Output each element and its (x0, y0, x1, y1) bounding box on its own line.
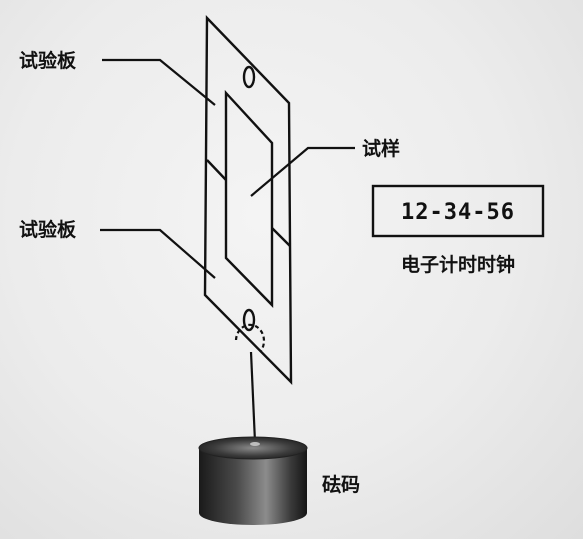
test-plate (203, 15, 293, 385)
hanging-wire (249, 351, 257, 443)
clamp-lines (206, 159, 291, 247)
test-sample (224, 89, 274, 308)
lower-hole (242, 308, 256, 332)
leader-lines (100, 58, 355, 279)
label-test-plate-upper: 试验板 (19, 49, 77, 72)
label-clock-caption: 电子计时时钟 (401, 253, 515, 276)
upper-hole (242, 65, 256, 89)
electronic-clock: 12-34-56 (371, 184, 545, 238)
weight-cylinder (198, 436, 308, 525)
label-test-plate-lower: 试验板 (19, 218, 77, 241)
clock-display: 12-34-56 (401, 200, 515, 225)
label-weight: 砝码 (322, 474, 360, 496)
hook-loop (234, 323, 266, 353)
label-sample: 试样 (362, 137, 400, 160)
